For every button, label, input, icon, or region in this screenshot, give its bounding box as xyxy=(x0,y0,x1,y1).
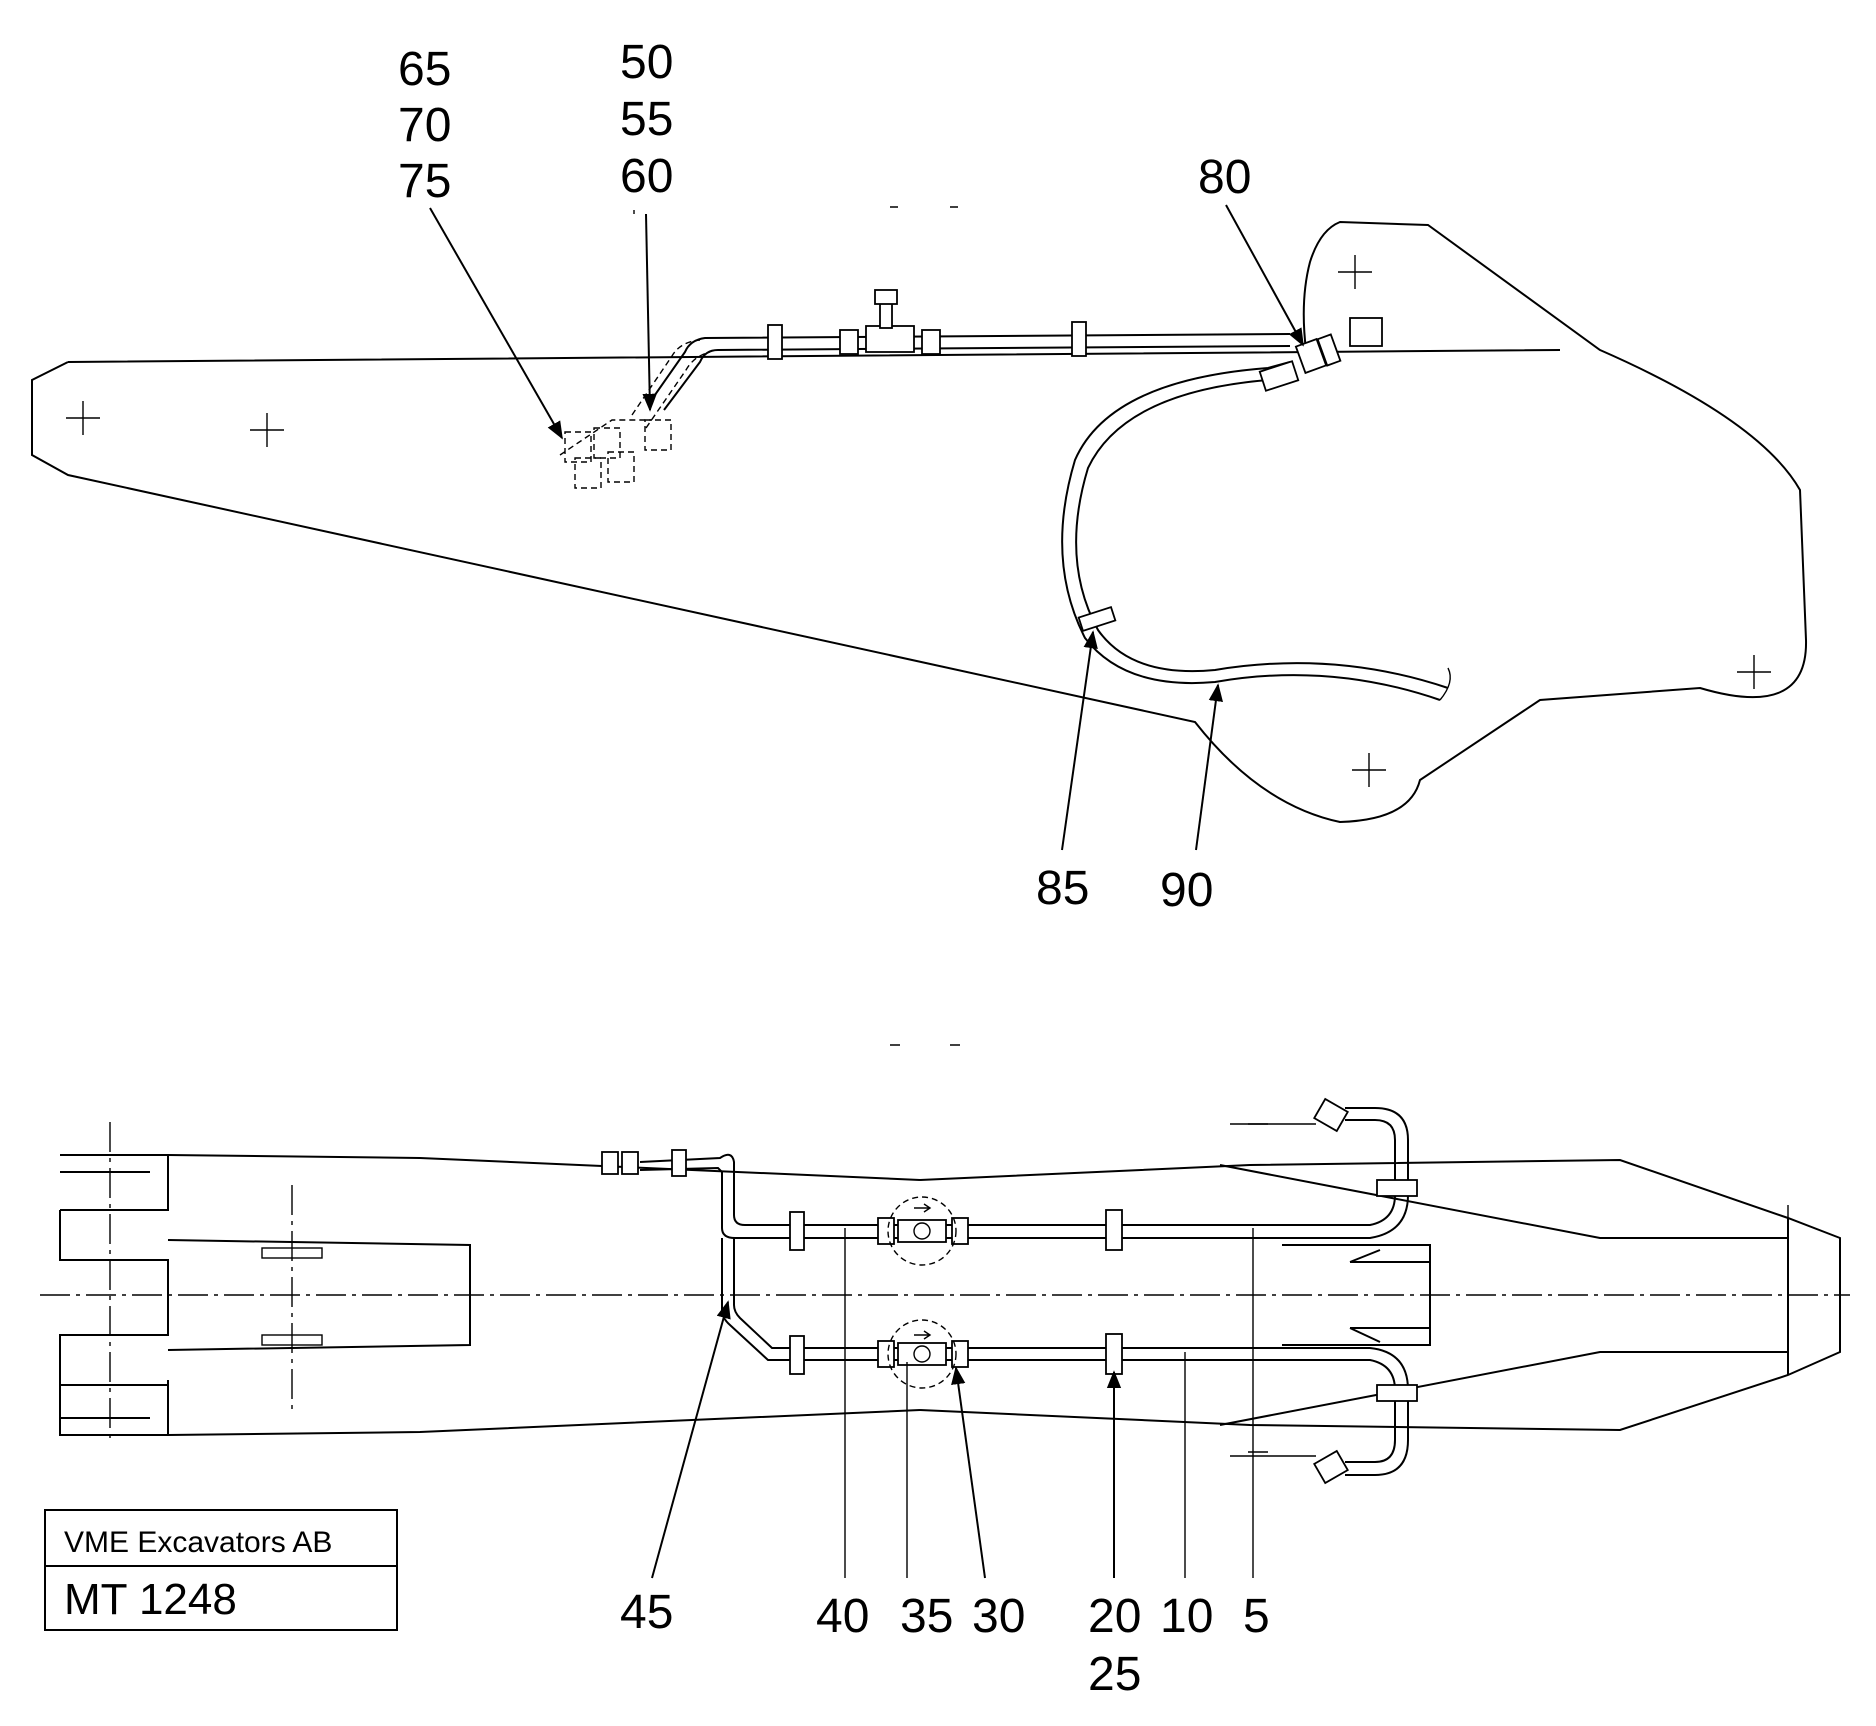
leader-lines-top xyxy=(429,204,1304,851)
coupling-dashed-1 xyxy=(564,431,592,463)
label-75: 75 xyxy=(398,155,451,208)
tee-valve xyxy=(865,325,915,353)
clamp-lower-2 xyxy=(1105,1333,1123,1375)
valve-lower xyxy=(897,1342,947,1366)
company-name: VME Excavators AB xyxy=(64,1526,332,1559)
label-20: 20 xyxy=(1088,1590,1141,1643)
coupling-dashed-3 xyxy=(574,457,602,489)
fitting-top-2 xyxy=(921,329,941,355)
hose-clamp-85 xyxy=(1077,605,1117,633)
clamp-lower-1 xyxy=(789,1335,805,1375)
coupling-dashed-4 xyxy=(607,451,635,483)
coupling-upper-left-2 xyxy=(621,1151,639,1175)
coupling-dashed-5 xyxy=(644,419,672,451)
clamp-upper-1 xyxy=(789,1211,805,1251)
tee-valve-cap xyxy=(874,289,898,305)
stray-marks xyxy=(633,206,958,214)
pipe-line-lower xyxy=(721,1238,1418,1485)
valve-lower-swing xyxy=(887,1319,957,1389)
label-80: 80 xyxy=(1198,151,1251,204)
label-55: 55 xyxy=(620,93,673,146)
label-45: 45 xyxy=(620,1586,673,1639)
valve-upper xyxy=(897,1219,947,1243)
drawing-number: MT 1248 xyxy=(64,1575,237,1624)
label-25: 25 xyxy=(1088,1648,1141,1701)
label-40: 40 xyxy=(816,1590,869,1643)
coupling-upper-left-3 xyxy=(671,1149,687,1177)
label-90: 90 xyxy=(1160,864,1213,917)
pivot-cross-4 xyxy=(1737,655,1771,689)
coupling-upper-left-1 xyxy=(601,1151,619,1175)
fitting-80b xyxy=(1316,333,1342,367)
boom-foot xyxy=(59,1154,921,1436)
pipe-line-upper xyxy=(601,1097,1418,1266)
clamp-upper-3 xyxy=(1376,1179,1418,1197)
leader-lines-bottom xyxy=(651,1228,1254,1579)
clamp-lower-3 xyxy=(1376,1384,1418,1402)
clamp-top-1 xyxy=(767,324,783,360)
top-view: 65 70 75 50 55 60 80 85 90 xyxy=(31,36,1808,917)
valve-upper-knob xyxy=(913,1222,931,1240)
fitting-lower-left xyxy=(877,1340,895,1368)
fitting-upper-end xyxy=(1313,1097,1349,1133)
clamp-upper-2 xyxy=(1105,1209,1123,1251)
fitting-top-1 xyxy=(839,329,859,355)
title-block: VME Excavators AB MT 1248 xyxy=(44,1509,398,1631)
clamp-top-2 xyxy=(1071,321,1087,357)
end-bracket-top xyxy=(1349,317,1383,347)
fitting-lower-end xyxy=(1313,1449,1349,1485)
label-5: 5 xyxy=(1243,1590,1270,1643)
fitting-upper-left xyxy=(877,1217,895,1245)
pivot-cross-5 xyxy=(1352,753,1386,787)
boom-outline xyxy=(31,220,1808,824)
hose-90 xyxy=(1061,360,1451,701)
pivot-cross-3 xyxy=(1338,255,1372,289)
label-30: 30 xyxy=(972,1590,1025,1643)
valve-lower-knob xyxy=(913,1345,931,1363)
label-85: 85 xyxy=(1036,862,1089,915)
label-10: 10 xyxy=(1160,1590,1213,1643)
label-35: 35 xyxy=(900,1590,953,1643)
hose-fitting xyxy=(1258,360,1300,392)
label-50: 50 xyxy=(620,36,673,89)
pivot-cross-1 xyxy=(66,401,100,435)
pivot-cross-2 xyxy=(250,413,284,447)
label-70: 70 xyxy=(398,99,451,152)
pipe-line-top xyxy=(559,289,1383,489)
valve-upper-swing xyxy=(887,1196,957,1266)
coupling-dashed-2 xyxy=(593,427,621,459)
boom-nose xyxy=(919,1158,1841,1432)
label-60: 60 xyxy=(620,150,673,203)
fitting-80 xyxy=(1294,337,1328,375)
bottom-view: 45 40 35 30 20 25 10 5 xyxy=(40,1044,1850,1701)
fitting-upper-right xyxy=(951,1217,969,1245)
label-65: 65 xyxy=(398,43,451,96)
